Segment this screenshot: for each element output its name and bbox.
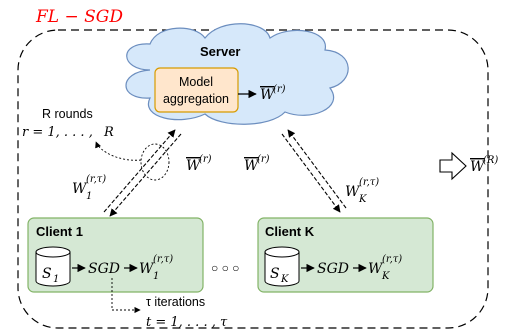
- final-output-symbol: W: [470, 159, 486, 175]
- client-K-output-sup: (r,τ): [382, 254, 402, 265]
- clients-ellipsis: ○ ○ ○: [211, 261, 239, 275]
- clientK-download-sup: (r): [257, 154, 270, 165]
- clientK-upload-arrow: [287, 129, 347, 209]
- clientK-upload-sub: K: [358, 194, 367, 205]
- client1-download-sup: (r): [199, 154, 212, 165]
- client-1-dataset-sub: 1: [53, 274, 59, 285]
- rounds-range-lhs: r = 1, . . . ,: [22, 125, 93, 140]
- client-K-dataset-sub: K: [280, 274, 289, 285]
- client-K-dataset-icon: [264, 246, 300, 287]
- client-K-label: Client K: [265, 224, 315, 239]
- model-aggregation-box: [154, 67, 239, 113]
- client1-upload-symbol: W: [72, 181, 88, 197]
- client-K-sgd: SGD: [317, 261, 349, 277]
- rounds-range-rhs: R: [103, 125, 114, 140]
- client1-upload-sup: (r,τ): [86, 174, 106, 185]
- client-1-output-sup: (r,τ): [153, 254, 173, 265]
- client1-upload-sub: 1: [86, 191, 92, 202]
- iterations-pointer-arrow: [111, 278, 141, 314]
- clientK-upload-symbol: W: [345, 184, 361, 200]
- rounds-label: R rounds: [42, 107, 93, 121]
- model-aggregation-line1: Model: [179, 75, 213, 89]
- final-output-sup: (R): [483, 155, 498, 166]
- client-1-label: Client 1: [36, 224, 83, 239]
- client-K-output-sub: K: [381, 271, 390, 282]
- client1-download-symbol: W: [186, 158, 202, 174]
- final-output-arrow: [439, 151, 467, 181]
- server-label: Server: [200, 44, 240, 59]
- client-K-output-symbol: W: [368, 261, 384, 277]
- client-1-dataset-symbol: S: [42, 266, 52, 282]
- clientK-download-symbol: W: [244, 158, 260, 174]
- server-output-sup: (r): [273, 84, 286, 95]
- round-loop-ellipse: [140, 143, 170, 181]
- client-K-dataset-symbol: S: [270, 266, 280, 282]
- client1-upload-arrow: [103, 129, 176, 213]
- client-1-box: [27, 217, 204, 293]
- iterations-range: t = 1, . . . , τ: [146, 315, 228, 330]
- rounds-pointer-arrow: [95, 141, 142, 161]
- client-K-box: [257, 217, 434, 293]
- client-1-dataset-icon: [35, 246, 71, 287]
- clientK-upload-sup: (r,τ): [359, 177, 379, 188]
- server-output-symbol: W: [260, 87, 276, 103]
- clientK-download-arrow: [281, 133, 341, 213]
- iterations-label: τ iterations: [146, 295, 205, 309]
- client-1-sgd: SGD: [88, 261, 120, 277]
- client1-download-arrow: [109, 133, 182, 217]
- client-1-output-symbol: W: [139, 261, 155, 277]
- diagram-title: FL − SGD: [35, 7, 123, 27]
- client-1-output-sub: 1: [153, 271, 159, 282]
- model-aggregation-line2: aggregation: [163, 92, 229, 106]
